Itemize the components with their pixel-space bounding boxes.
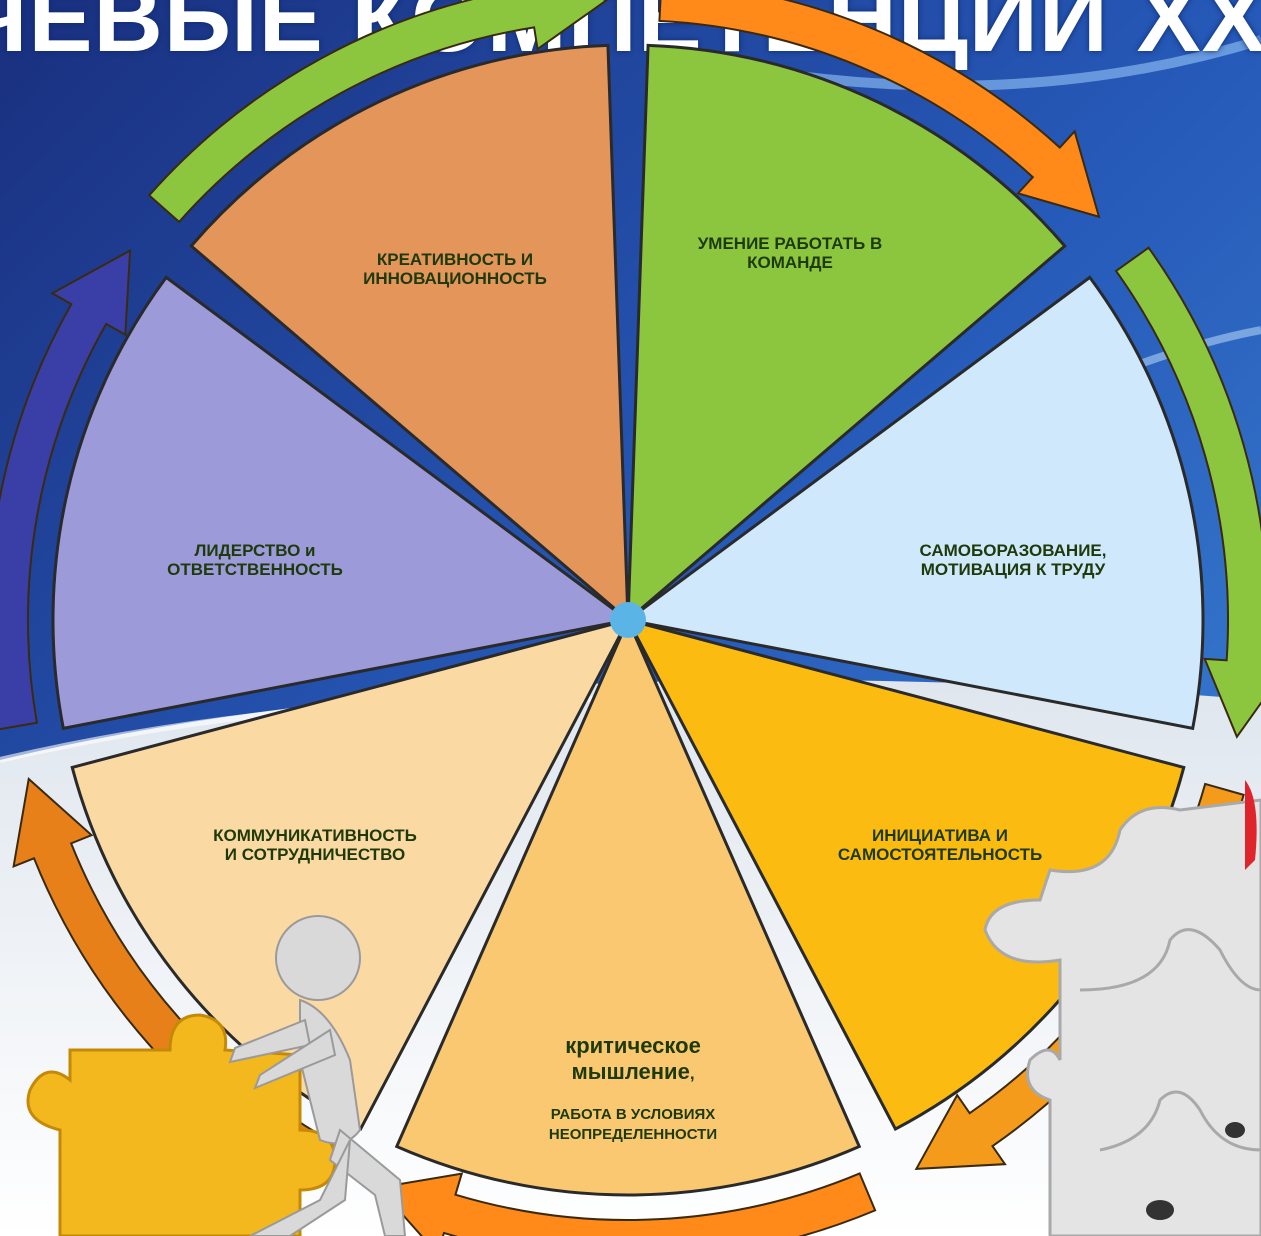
wheel-segment-critical [394, 616, 862, 1197]
segment-label-critical-thinking: критическое мышление, РАБОТА В УСЛОВИЯХ … [498, 1014, 768, 1144]
cycle-arrow-2 [1114, 246, 1261, 739]
wheel-segment-leadership [51, 275, 632, 731]
cycle-arrow-7 [147, 0, 609, 224]
segment-label-creativity: КРЕАТИВНОСТЬ И ИННОВАЦИОННОСТЬ [363, 250, 547, 288]
puzzle-stack-grey-icon [983, 798, 1261, 1236]
wheel-segments [51, 43, 1205, 1197]
segment-label-communication: КОММУНИКАТИВНОСТЬ И СОТРУДНИЧЕСТВО [213, 826, 417, 864]
segment-label-initiative: ИНИЦИАТИВА И САМОСТОЯТЕЛЬНОСТЬ [837, 826, 1043, 864]
wheel-segment-teamwork [626, 43, 1067, 624]
critical-thinking-comma: , [689, 1064, 695, 1083]
page-title: ЧЕВЫЕ КОМПЕТЕНЦИИ XXI ВЕ [0, 0, 1261, 72]
red-accent [1245, 780, 1257, 870]
wheel-segment-creativity [189, 43, 630, 624]
segment-label-self-education: САМОБОРАЗОВАНИЕ, МОТИВАЦИЯ К ТРУДУ [919, 541, 1107, 579]
segment-label-teamwork: УМЕНИЕ РАБОТАТЬ В КОМАНДЕ [697, 234, 883, 272]
cycle-arrow-1 [658, 0, 1101, 219]
cycle-arrow-6 [0, 248, 132, 731]
cycle-arrow-4 [376, 1172, 877, 1236]
wheel-segment-selfedu [624, 275, 1205, 731]
segment-label-leadership: ЛИДЕРСТВО и ОТВЕТСТВЕННОСТЬ [167, 541, 343, 579]
stick-figure-pushing-icon [228, 915, 407, 1236]
critical-thinking-title: критическое мышление [565, 1033, 701, 1084]
wheel-hub [610, 602, 646, 638]
critical-thinking-subtitle: РАБОТА В УСЛОВИЯХ НЕОПРЕДЕЛЕННОСТИ [548, 1106, 718, 1143]
